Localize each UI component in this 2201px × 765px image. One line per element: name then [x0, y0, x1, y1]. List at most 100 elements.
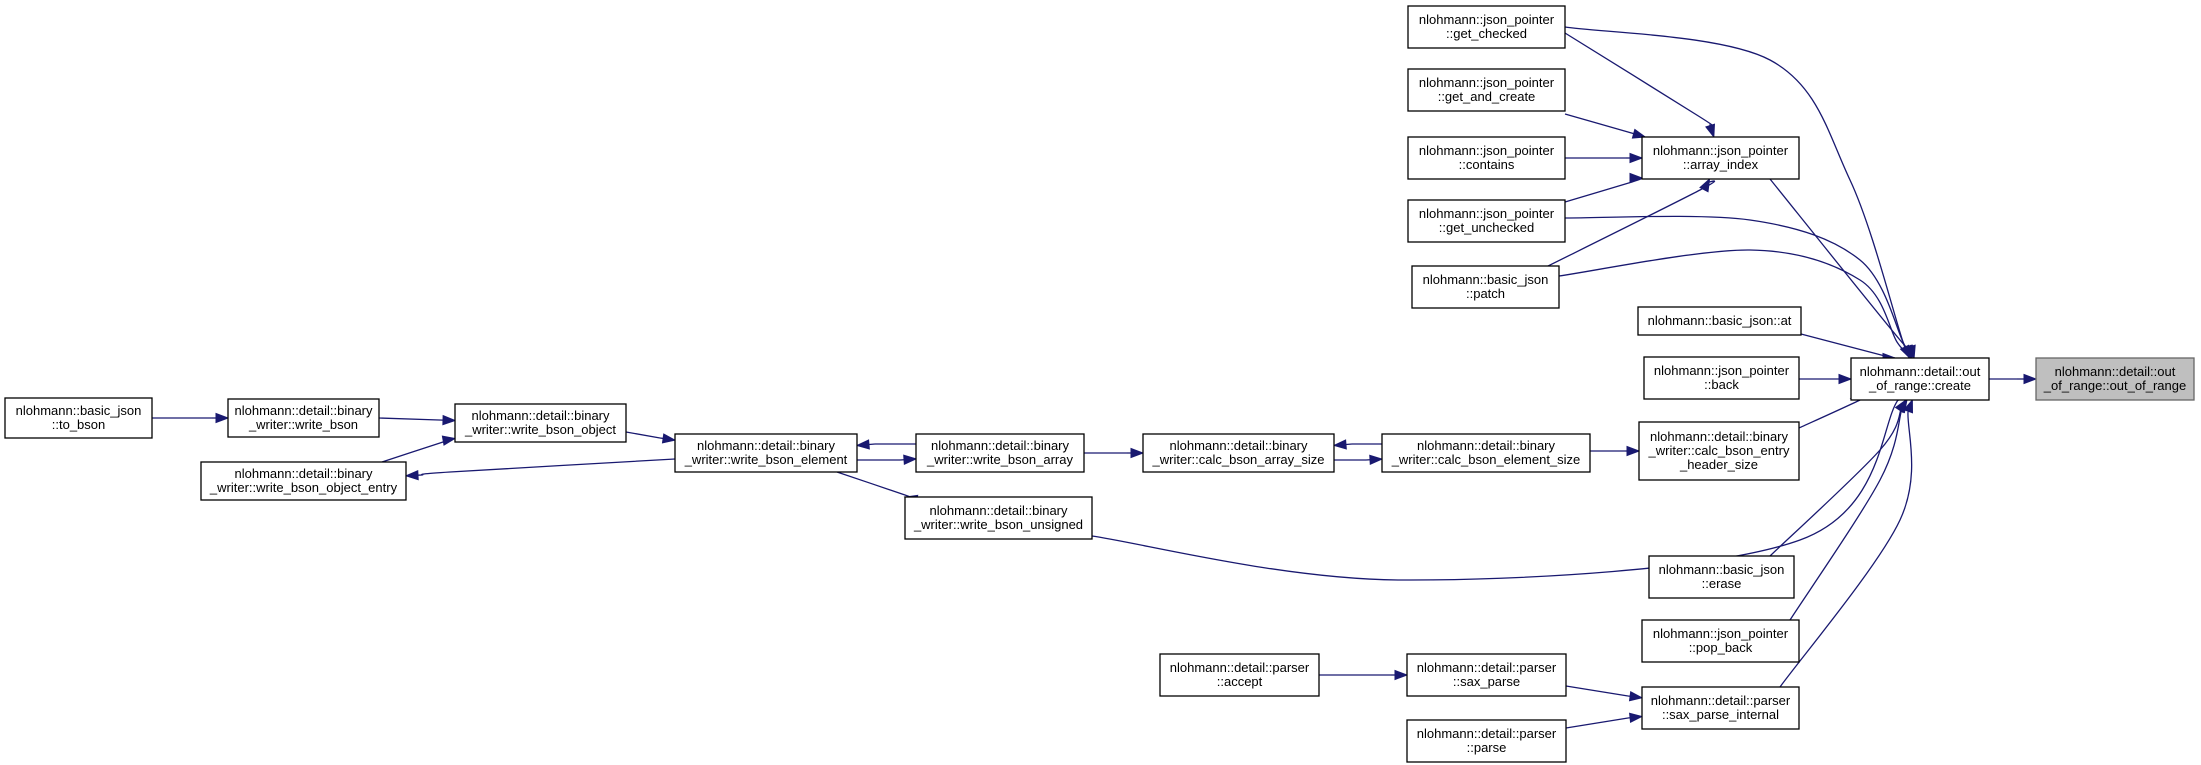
node-write-unsigned[interactable]: nlohmann::detail::binary_writer::write_b… — [904, 496, 1093, 540]
node-label-line: nlohmann::json_pointer — [1653, 143, 1789, 158]
node-label-line: nlohmann::detail::binary — [234, 466, 373, 481]
node-write-element[interactable]: nlohmann::detail::binary_writer::write_b… — [674, 433, 858, 473]
node-label-line: nlohmann::basic_json::at — [1648, 313, 1792, 328]
node-get-unchecked[interactable]: nlohmann::json_pointer::get_unchecked — [1407, 199, 1566, 243]
node-label-line: ::patch — [1466, 286, 1505, 301]
node-label-line: nlohmann::json_pointer — [1653, 626, 1789, 641]
edge-line — [1565, 685, 1629, 697]
node-box — [674, 433, 858, 473]
node-at[interactable]: nlohmann::basic_json::at — [1637, 306, 1802, 336]
edge-patch-to-array_index — [1539, 177, 1716, 271]
node-box — [1406, 653, 1567, 697]
node-write-bson[interactable]: nlohmann::detail::binary_writer::write_b… — [227, 398, 380, 438]
node-pop-back[interactable]: nlohmann::json_pointer::pop_back — [1641, 619, 1800, 663]
node-label-line: ::erase — [1702, 576, 1742, 591]
node-box — [904, 496, 1093, 540]
node-box — [1381, 433, 1591, 473]
node-write-array[interactable]: nlohmann::detail::binary_writer::write_b… — [915, 433, 1085, 473]
node-label-line: nlohmann::detail::binary — [697, 438, 836, 453]
node-label-line: ::back — [1704, 377, 1739, 392]
node-label-line: nlohmann::basic_json — [16, 403, 142, 418]
node-accept[interactable]: nlohmann::detail::parser::accept — [1159, 653, 1320, 697]
node-box — [1159, 653, 1320, 697]
node-label-line: ::contains — [1459, 157, 1515, 172]
node-label-line: _writer::write_bson_element — [684, 452, 848, 467]
edge-line — [1769, 405, 1903, 557]
node-box — [1411, 265, 1560, 309]
node-label-line: nlohmann::detail::out — [1860, 364, 1981, 379]
node-box — [1641, 619, 1800, 663]
edge-write_array-to-write_element — [855, 439, 916, 450]
node-box — [1406, 719, 1567, 763]
node-out-of-range: nlohmann::detail::out_of_range::out_of_r… — [2035, 357, 2195, 401]
node-calc-element[interactable]: nlohmann::detail::binary_writer::calc_bs… — [1381, 433, 1591, 473]
edge-line — [1565, 717, 1629, 729]
node-label-line: nlohmann::detail::binary — [471, 408, 610, 423]
node-box — [1643, 356, 1800, 400]
node-box — [1641, 136, 1800, 180]
node-label-line: _writer::write_bson — [248, 417, 358, 432]
edge-contains-to-array_index — [1565, 152, 1644, 164]
edge-patch-to-create — [1558, 249, 1911, 360]
node-array-index[interactable]: nlohmann::json_pointer::array_index — [1641, 136, 1800, 180]
node-box — [1407, 5, 1566, 49]
node-label-line: _writer::calc_bson_array_size — [1152, 452, 1325, 467]
node-get-and-create[interactable]: nlohmann::json_pointer::get_and_create — [1407, 68, 1566, 112]
edge-write_element-to-write_object_entry — [404, 458, 676, 481]
node-label-line: nlohmann::detail::parser — [1170, 660, 1310, 675]
node-label-line: _writer::calc_bson_entry — [1648, 443, 1790, 458]
node-to-bson[interactable]: nlohmann::basic_json::to_bson — [4, 397, 153, 439]
edge-tail — [1703, 181, 1709, 190]
node-patch[interactable]: nlohmann::basic_json::patch — [1411, 265, 1560, 309]
edge-line — [1558, 249, 1906, 350]
node-box — [4, 397, 153, 439]
node-layer: nlohmann::detail::out_of_range::out_of_r… — [4, 5, 2195, 763]
node-calc-entry[interactable]: nlohmann::detail::binary_writer::calc_bs… — [1638, 421, 1800, 481]
node-label-line: nlohmann::detail::parser — [1417, 660, 1557, 675]
edge-back-to-create — [1799, 373, 1853, 385]
node-sax-parse-internal[interactable]: nlohmann::detail::parser::sax_parse_inte… — [1641, 686, 1800, 730]
node-write-object-entry[interactable]: nlohmann::detail::binary_writer::write_b… — [200, 461, 407, 501]
node-get-checked[interactable]: nlohmann::json_pointer::get_checked — [1407, 5, 1566, 49]
node-label-line: nlohmann::json_pointer — [1419, 206, 1555, 221]
node-label-line: ::to_bson — [52, 417, 106, 432]
node-box — [1637, 306, 1802, 336]
node-create[interactable]: nlohmann::detail::out_of_range::create — [1850, 357, 1990, 401]
node-erase[interactable]: nlohmann::basic_json::erase — [1648, 555, 1795, 599]
node-contains[interactable]: nlohmann::json_pointer::contains — [1407, 136, 1566, 180]
node-parse[interactable]: nlohmann::detail::parser::parse — [1406, 719, 1567, 763]
node-label-line: ::get_checked — [1446, 26, 1527, 41]
node-back[interactable]: nlohmann::json_pointer::back — [1643, 356, 1800, 400]
edge-calc_element-to-calc_array — [1332, 439, 1382, 450]
node-box — [1648, 555, 1795, 599]
edge-line — [625, 431, 661, 439]
edge-accept-to-sax_parse — [1319, 669, 1409, 681]
edge-line — [1564, 215, 1909, 352]
edge-get_checked-to-array_index — [1564, 32, 1716, 139]
edge-line — [1779, 411, 1913, 688]
node-label-line: ::get_and_create — [1438, 89, 1536, 104]
node-label-line: ::sax_parse_internal — [1662, 707, 1779, 722]
node-box — [1407, 68, 1566, 112]
node-label-line: ::pop_back — [1689, 640, 1753, 655]
node-label-line: _header_size — [1679, 457, 1758, 472]
node-label-line: ::get_unchecked — [1439, 220, 1534, 235]
node-sax-parse[interactable]: nlohmann::detail::parser::sax_parse — [1406, 653, 1567, 697]
edge-calc_array-to-calc_element — [1334, 454, 1384, 466]
edge-write_bson-to-write_object — [378, 414, 457, 426]
node-label-line: _writer::write_bson_object_entry — [209, 480, 398, 495]
node-box — [915, 433, 1085, 473]
node-label-line: _writer::calc_bson_element_size — [1391, 452, 1581, 467]
node-write-object[interactable]: nlohmann::detail::binary_writer::write_b… — [454, 403, 627, 443]
edge-tail — [443, 438, 453, 442]
node-calc-array[interactable]: nlohmann::detail::binary_writer::calc_bs… — [1142, 433, 1335, 473]
node-label-line: ::parse — [1467, 740, 1507, 755]
node-box — [1142, 433, 1335, 473]
node-box — [2035, 357, 2195, 401]
edge-create-to-out_of_range — [1989, 373, 2038, 385]
edge-to_bson-to-write_bson — [152, 412, 230, 424]
node-label-line: nlohmann::json_pointer — [1419, 143, 1555, 158]
node-label-line: _writer::write_bson_object — [464, 422, 616, 437]
